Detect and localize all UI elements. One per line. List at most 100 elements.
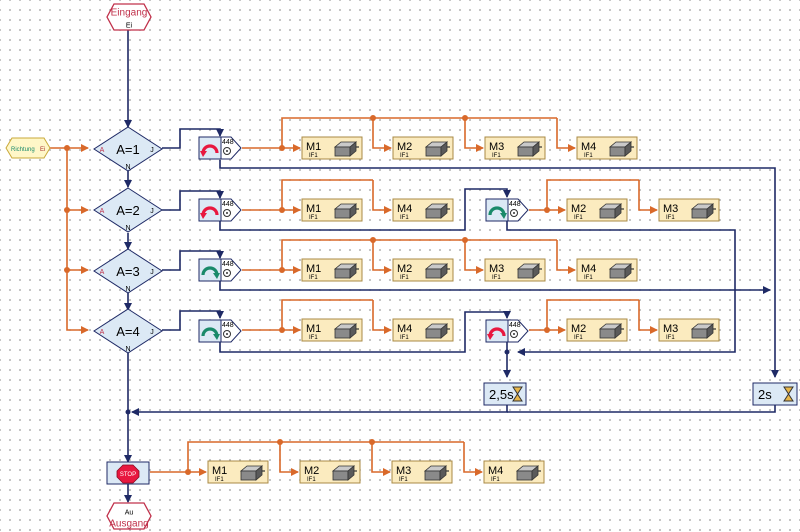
- interface-label: IF1: [399, 477, 408, 483]
- interface-label: IF1: [400, 215, 409, 221]
- no-label: N: [125, 164, 130, 171]
- motor-icon: [424, 141, 450, 157]
- junction-dot: [370, 115, 376, 121]
- interface-label: IF1: [584, 153, 593, 159]
- direction-sub: Ei: [40, 147, 45, 153]
- hourglass-icon: [783, 386, 794, 402]
- motor-icon: [424, 323, 450, 339]
- junction-dot: [504, 349, 510, 355]
- rotation-counter-block[interactable]: 448: [485, 319, 529, 343]
- exit-block-title: Au: [125, 510, 134, 517]
- motor-icon: [424, 203, 450, 219]
- interface-label: IF1: [309, 275, 318, 281]
- condition-text: A=1: [116, 142, 140, 157]
- rotate-ccw-icon: [200, 206, 219, 219]
- rotation-counter-block[interactable]: 448: [198, 258, 242, 282]
- wait-block[interactable]: 2s: [752, 382, 798, 406]
- interface-label: IF1: [309, 215, 318, 221]
- motor-branch: [372, 118, 392, 152]
- condition-text: A=3: [116, 264, 140, 279]
- direction-label: Richtung: [11, 147, 35, 153]
- junction-dot: [279, 145, 285, 151]
- junction-dot: [279, 207, 285, 213]
- interface-label: IF1: [584, 275, 593, 281]
- motor-icon: [516, 263, 542, 279]
- motor-label: M1: [306, 323, 321, 335]
- interface-label: IF1: [215, 477, 224, 483]
- motor-label: M2: [397, 263, 412, 275]
- motor-label: M1: [212, 465, 227, 477]
- motor-bus: [281, 179, 373, 210]
- motor-label: M1: [306, 141, 321, 153]
- motor-branch: [279, 442, 299, 476]
- interface-label: IF1: [309, 153, 318, 159]
- rotate-cw-icon: [201, 327, 220, 340]
- junction-dot: [369, 439, 375, 445]
- motor-label: M3: [489, 263, 504, 275]
- interface-label: IF1: [574, 335, 583, 341]
- gear-icon: [510, 209, 518, 217]
- no-label: N: [125, 225, 130, 232]
- yes-label: J: [150, 147, 154, 154]
- hourglass-icon: [512, 386, 523, 402]
- motor-branch: [372, 240, 392, 274]
- motor-bus: [546, 179, 639, 210]
- input-port-label: A: [100, 208, 105, 215]
- interface-label: IF1: [666, 335, 675, 341]
- wait-time: 2s: [758, 387, 772, 402]
- rotation-counter-block[interactable]: 448: [485, 198, 529, 222]
- motor-icon: [598, 203, 624, 219]
- interface-label: IF1: [307, 477, 316, 483]
- interface-label: IF1: [309, 335, 318, 341]
- motor-branch: [638, 180, 658, 214]
- rotation-counter-block[interactable]: 448: [198, 198, 242, 222]
- junction-dot: [279, 267, 285, 273]
- yes-label: J: [150, 208, 154, 215]
- row2-to-counter-b: [219, 188, 511, 231]
- direction-input[interactable]: Richtung Ei: [5, 137, 51, 159]
- interface-label: IF1: [400, 153, 409, 159]
- wait-block[interactable]: 2,5s: [483, 382, 527, 406]
- input-port-label: A: [100, 269, 105, 276]
- rotation-counter-block[interactable]: 448: [198, 136, 242, 160]
- motor-branch: [556, 240, 576, 274]
- stop-block[interactable]: STOP: [106, 461, 150, 485]
- yes-to-counter-3: [162, 250, 224, 271]
- rotation-counter-block[interactable]: 448: [198, 319, 242, 343]
- row3-to-wait-2s: [219, 281, 771, 294]
- motor-label: M4: [488, 465, 503, 477]
- junction-dot: [370, 237, 376, 243]
- motor-branch: [371, 442, 391, 476]
- junction-dot: [279, 327, 285, 333]
- counter-value: 448: [509, 201, 521, 208]
- interface-label: IF1: [400, 275, 409, 281]
- motor-label: M2: [571, 203, 586, 215]
